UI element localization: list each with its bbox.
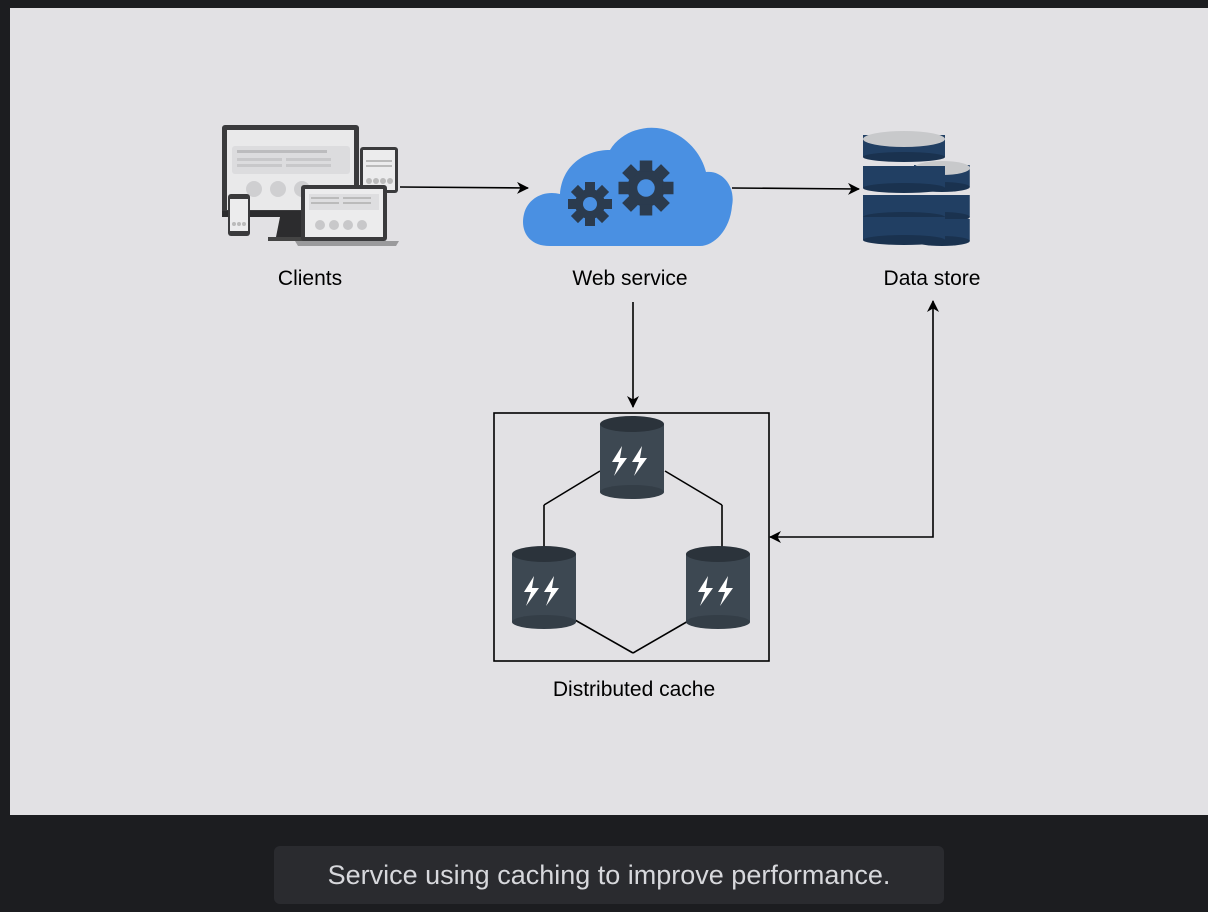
database-stack-icon bbox=[863, 131, 970, 246]
edge-cache-data-store bbox=[769, 300, 939, 543]
node-label-web-service: Web service bbox=[572, 267, 688, 290]
cache-ring-links bbox=[543, 470, 723, 654]
node-label-clients: Clients bbox=[277, 267, 343, 290]
cloud-gears-icon bbox=[523, 127, 733, 246]
devices-icon bbox=[222, 125, 399, 246]
diagram-svg bbox=[222, 125, 970, 662]
node-label-distributed-cache: Distributed cache bbox=[552, 678, 716, 701]
edge-web-service-to-data-store bbox=[731, 182, 860, 195]
node-label-data-store: Data store bbox=[883, 267, 981, 290]
figure-caption: Service using caching to improve perform… bbox=[274, 846, 944, 904]
diagram-canvas: Clients Web service Data store Distribut… bbox=[10, 8, 1208, 815]
cache-cluster-box bbox=[493, 412, 770, 662]
edge-clients-to-web-service bbox=[399, 181, 529, 194]
cache-node-icon bbox=[600, 416, 664, 499]
cache-node-icon bbox=[686, 546, 750, 629]
cache-node-icon bbox=[512, 546, 576, 629]
